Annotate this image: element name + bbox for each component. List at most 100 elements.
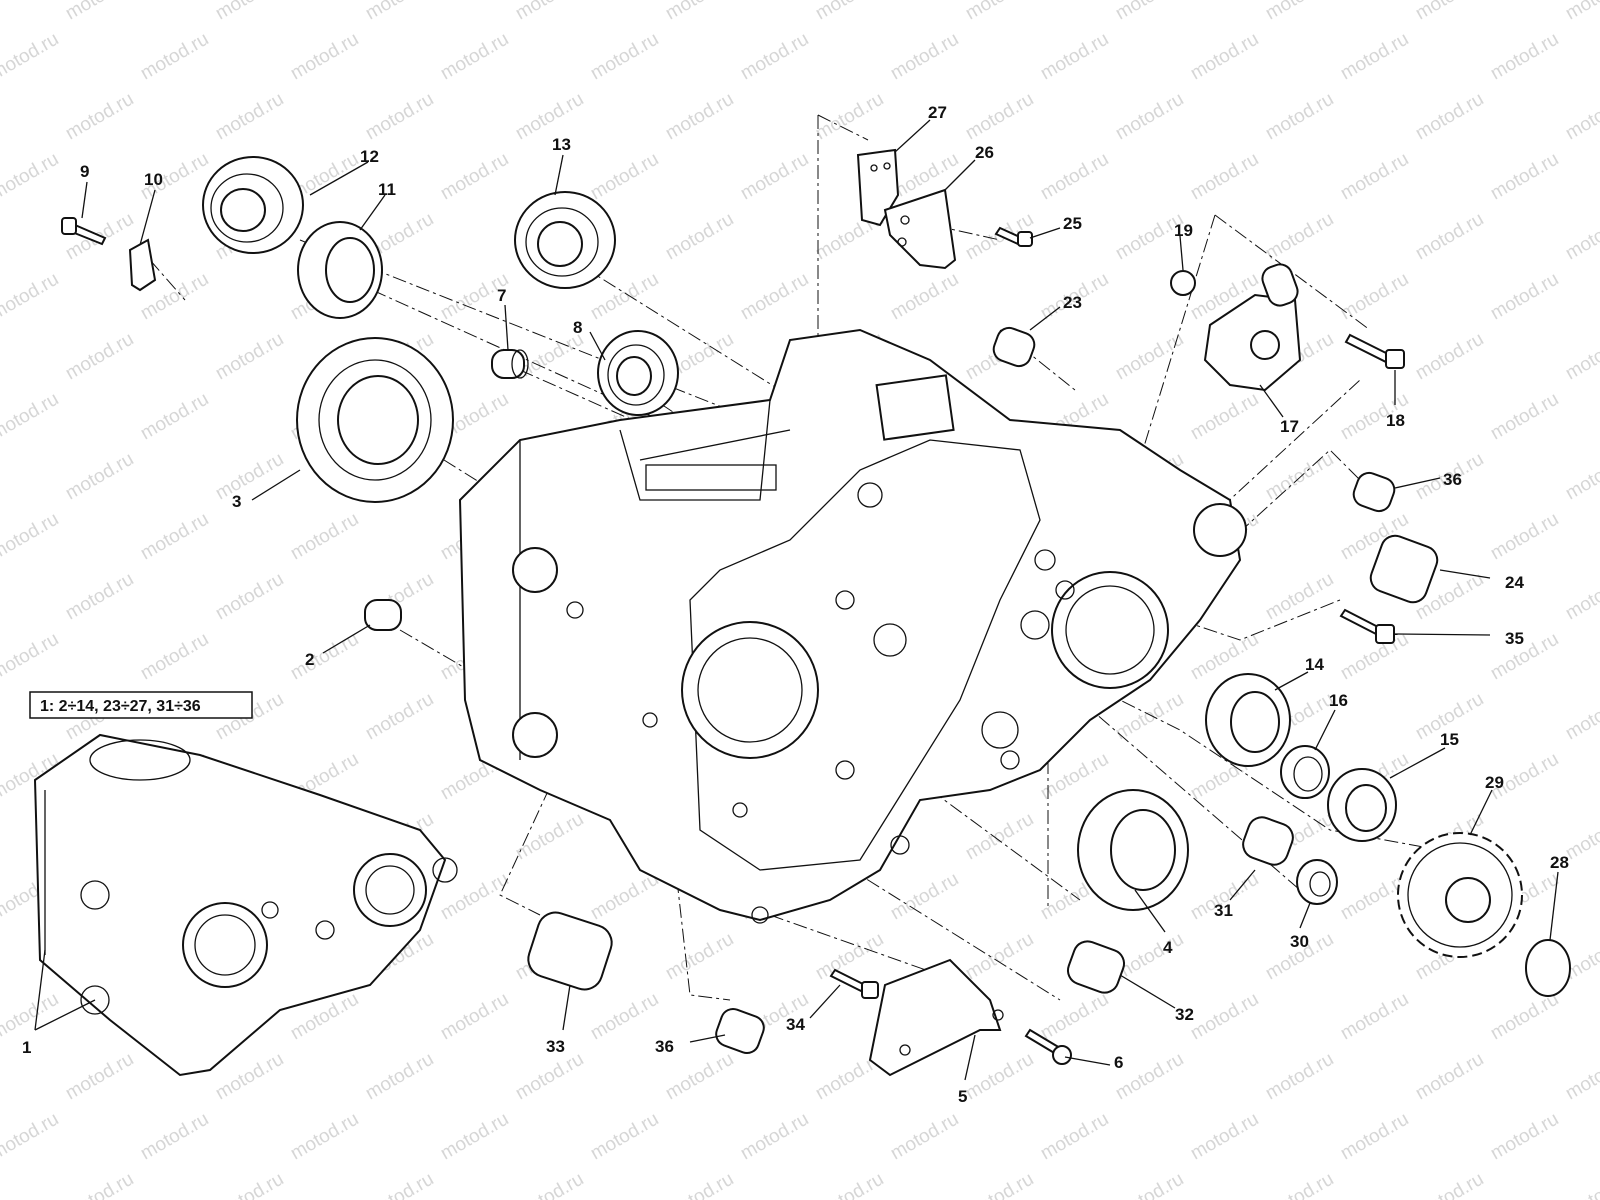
callout-30: 30 xyxy=(1290,932,1309,951)
watermark-text: motod.ru xyxy=(362,0,437,24)
watermark-text: motod.ru xyxy=(0,509,62,565)
callout-27: 27 xyxy=(928,103,947,122)
callout-25: 25 xyxy=(1063,214,1082,233)
watermark-text: motod.ru xyxy=(62,0,137,24)
watermark-text: motod.ru xyxy=(812,89,887,145)
watermark-text: motod.ru xyxy=(962,929,1037,985)
watermark-text: motod.ru xyxy=(1112,929,1187,985)
watermark-text: motod.ru xyxy=(1412,329,1487,385)
callout-3: 3 xyxy=(232,492,241,511)
callout-9: 9 xyxy=(80,162,89,181)
watermark-text: motod.ru xyxy=(1562,689,1600,745)
watermark-text: motod.ru xyxy=(1187,389,1262,445)
callout-7: 7 xyxy=(497,286,506,305)
watermark-text: motod.ru xyxy=(1112,329,1187,385)
callout-19: 19 xyxy=(1174,221,1193,240)
dowel-36-top xyxy=(1352,471,1396,513)
watermark-text: motod.ru xyxy=(0,1109,62,1165)
watermark-text: motod.ru xyxy=(962,1049,1037,1105)
watermark-text: motod.ru xyxy=(62,569,137,625)
watermark-text: motod.ru xyxy=(1562,0,1600,24)
callout-32: 32 xyxy=(1175,1005,1194,1024)
watermark-text: motod.ru xyxy=(362,89,437,145)
callout-36: 36 xyxy=(1443,470,1462,489)
ring-16 xyxy=(1280,745,1330,799)
dowel-32 xyxy=(1066,940,1126,994)
callout-12: 12 xyxy=(360,147,379,166)
watermark-text: motod.ru xyxy=(1187,989,1262,1045)
watermark-text: motod.ru xyxy=(1037,989,1112,1045)
sleeve-33 xyxy=(527,911,613,991)
callout-2: 2 xyxy=(305,650,314,669)
callout-23: 23 xyxy=(1063,293,1082,312)
watermark-text: motod.ru xyxy=(662,929,737,985)
dowel-23 xyxy=(992,326,1036,368)
watermark-text: motod.ru xyxy=(887,1109,962,1165)
watermark-text: motod.ru xyxy=(1562,449,1600,505)
watermark-text: motod.ru xyxy=(212,329,287,385)
watermark-text: motod.ru xyxy=(362,1049,437,1105)
callout-6: 6 xyxy=(1114,1053,1123,1072)
watermark-text: motod.ru xyxy=(1562,1049,1600,1105)
bolt-35 xyxy=(1339,608,1395,644)
watermark-text: motod.ru xyxy=(1487,629,1562,685)
bearing-15 xyxy=(1327,768,1397,842)
bearing-12 xyxy=(202,156,304,254)
watermark-text: motod.ru xyxy=(737,1109,812,1165)
watermark-text: motod.ru xyxy=(962,809,1037,865)
watermark-text: motod.ru xyxy=(662,0,737,24)
callout-17: 17 xyxy=(1280,417,1299,436)
dowel-31 xyxy=(1242,816,1294,866)
watermark-text: motod.ru xyxy=(0,29,62,85)
watermark-text: motod.ru xyxy=(1337,149,1412,205)
watermark-text: motod.ru xyxy=(1562,89,1600,145)
watermark-text: motod.ru xyxy=(1187,1109,1262,1165)
callout-15: 15 xyxy=(1440,730,1459,749)
watermark-text: motod.ru xyxy=(1262,89,1337,145)
watermark-text: motod.ru xyxy=(887,29,962,85)
watermark-text: motod.ru xyxy=(1187,29,1262,85)
watermark-text: motod.ru xyxy=(662,1169,737,1200)
watermark-text: motod.ru xyxy=(437,29,512,85)
watermark-text: motod.ru xyxy=(212,89,287,145)
callout-28: 28 xyxy=(1550,853,1569,872)
callout-labels: 1 2 3 4 5 6 7 8 9 10 11 12 13 14 15 16 1… xyxy=(22,103,1569,1106)
callout-31: 31 xyxy=(1214,901,1233,920)
watermark-text: motod.ru xyxy=(1412,89,1487,145)
bearing-13 xyxy=(514,191,616,289)
watermark-text: motod.ru xyxy=(962,1169,1037,1200)
watermark-text: motod.ru xyxy=(512,1169,587,1200)
watermark-text: motod.ru xyxy=(1112,89,1187,145)
watermark-text: motod.ru xyxy=(212,0,287,24)
watermark-text: motod.ru xyxy=(1487,1109,1562,1165)
watermark-text: motod.ru xyxy=(1337,1109,1412,1165)
watermark-text: motod.ru xyxy=(737,149,812,205)
callout-26: 26 xyxy=(975,143,994,162)
watermark-text: motod.ru xyxy=(1487,989,1562,1045)
watermark-text: motod.ru xyxy=(0,389,62,445)
watermark-text: motod.ru xyxy=(1187,149,1262,205)
callout-10: 10 xyxy=(144,170,163,189)
bolt-9 xyxy=(61,217,107,246)
watermark-text: motod.ru xyxy=(1562,569,1600,625)
watermark-text: motod.ru xyxy=(662,1049,737,1105)
ring-19 xyxy=(1170,270,1196,296)
watermark-text: motod.ru xyxy=(1487,269,1562,325)
watermark-text: motod.ru xyxy=(512,1049,587,1105)
watermark-text: motod.ru xyxy=(0,629,62,685)
pump-cover-17 xyxy=(1203,263,1302,392)
watermark-text: motod.ru xyxy=(437,149,512,205)
bushing-7 xyxy=(491,349,529,379)
bracket-5 xyxy=(868,958,1004,1077)
watermark-text: motod.ru xyxy=(1262,1169,1337,1200)
watermark-text: motod.ru xyxy=(1412,1169,1487,1200)
watermark-text: motod.ru xyxy=(1412,0,1487,24)
watermark-text: motod.ru xyxy=(1037,1109,1112,1165)
watermark-text: motod.ru xyxy=(512,0,587,24)
watermark-text: motod.ru xyxy=(287,1109,362,1165)
callout-5: 5 xyxy=(958,1087,967,1106)
watermark-text: motod.ru xyxy=(62,89,137,145)
seal-11 xyxy=(297,221,383,319)
watermark-text: motod.ru xyxy=(62,1169,137,1200)
